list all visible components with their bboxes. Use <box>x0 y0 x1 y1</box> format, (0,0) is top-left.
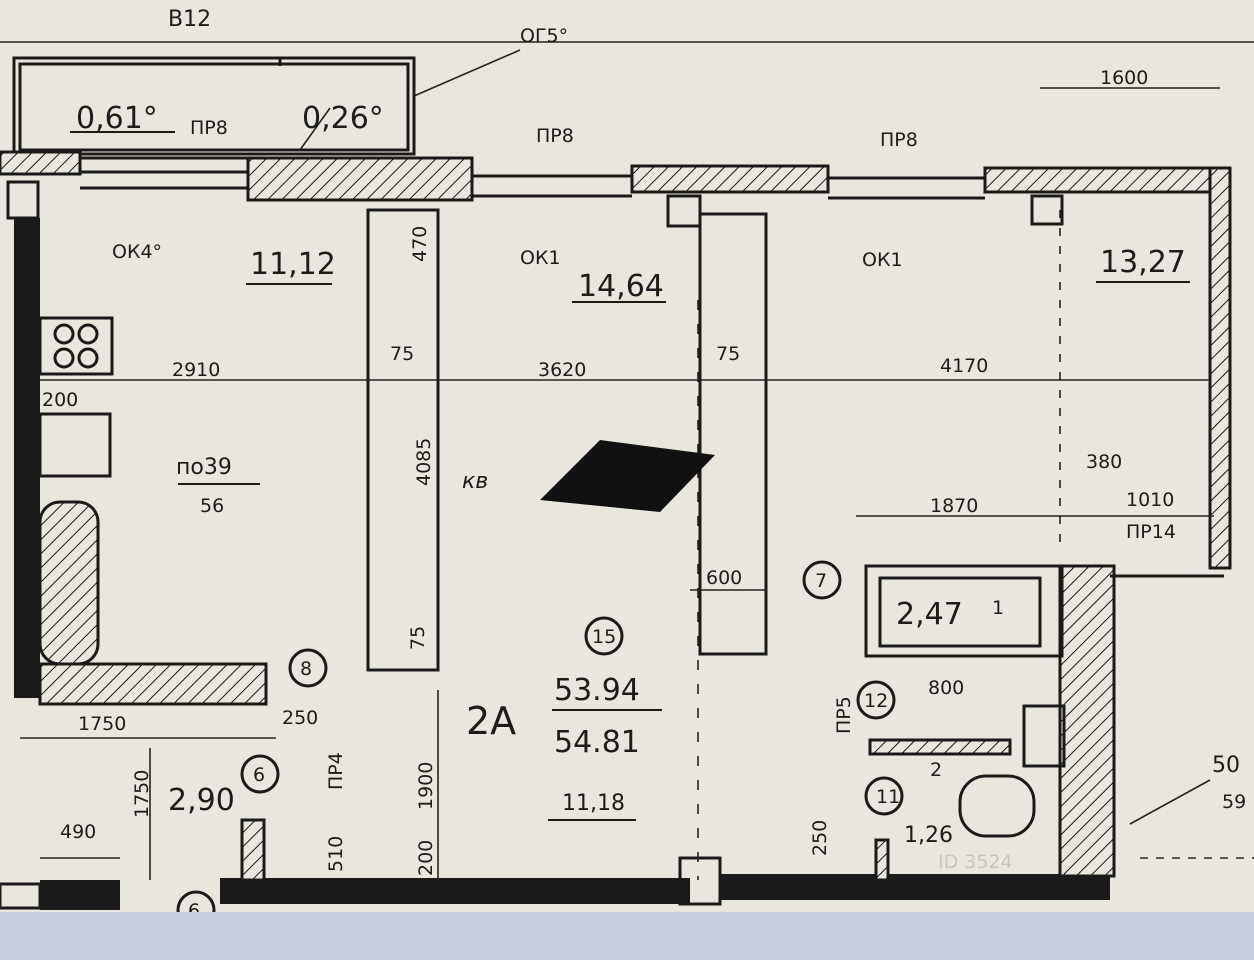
area-bath: 2,47 <box>896 597 963 632</box>
dim-250-b: 250 <box>809 820 831 856</box>
dim-75-c: 75 <box>407 626 429 650</box>
label-ok1-a: ОК1 <box>520 247 561 269</box>
area-kitchen: 11,12 <box>250 247 336 282</box>
dim-50: 50 <box>1212 753 1240 778</box>
label-pr8-a: ПР8 <box>190 117 228 139</box>
handwritten-note: кв <box>462 469 488 494</box>
dim-510: 510 <box>325 836 347 872</box>
area-living: 14,64 <box>578 269 664 304</box>
label-pr8-c: ПР8 <box>880 129 918 151</box>
stove-icon <box>38 316 114 376</box>
dim-250-a: 250 <box>282 707 318 729</box>
apartment-area-living: 53.94 <box>554 673 640 708</box>
dim-1900: 1900 <box>415 762 437 810</box>
dim-1870: 1870 <box>930 495 978 517</box>
interior-walls <box>38 208 1224 882</box>
label-po39: по39 <box>176 455 232 480</box>
marker-12: 12 <box>864 690 888 712</box>
dim-490: 490 <box>60 821 96 843</box>
label-ok4: ОК4° <box>112 241 162 263</box>
dimension-lines <box>20 87 1220 880</box>
marker-7: 7 <box>815 570 827 592</box>
marker-11: 11 <box>876 786 900 808</box>
area-corridor: 2,90 <box>168 783 235 818</box>
watermark: ID 3524 <box>938 851 1013 873</box>
dim-3620: 3620 <box>538 359 586 381</box>
redaction-mark <box>540 440 715 512</box>
dim-2910: 2910 <box>172 359 220 381</box>
marker-1: 1 <box>992 597 1004 619</box>
marker-8: 8 <box>300 658 312 680</box>
page-edge <box>0 912 1254 960</box>
dim-1750-a: 1750 <box>78 713 126 735</box>
label-pr4: ПР4 <box>325 752 347 790</box>
marker-2: 2 <box>930 759 942 781</box>
toilet-icon <box>958 774 1036 838</box>
dim-200-b: 200 <box>415 840 437 876</box>
label-og5: ОГ5° <box>520 25 568 47</box>
area-wc: 1,26 <box>904 823 953 848</box>
dim-75-b: 75 <box>716 343 740 365</box>
marker-6-a: 6 <box>253 764 265 786</box>
dim-1750-b: 1750 <box>131 770 153 818</box>
area-underlines <box>70 131 1190 821</box>
dim-4170: 4170 <box>940 355 988 377</box>
exterior-walls <box>0 150 1232 910</box>
dim-1010: 1010 <box>1126 489 1174 511</box>
label-pr5: ПР5 <box>833 696 855 734</box>
dim-200-a: 200 <box>42 389 78 411</box>
dim-470: 470 <box>409 226 431 262</box>
dim-600: 600 <box>706 567 742 589</box>
area-hall: 11,18 <box>562 791 625 816</box>
apartment-area-total: 54.81 <box>554 725 640 760</box>
area-bedroom: 13,27 <box>1100 245 1186 280</box>
room-markers <box>176 560 904 930</box>
dim-75-a: 75 <box>390 343 414 365</box>
dim-59: 59 <box>1222 791 1246 813</box>
area-balcony-a: 0,61° <box>76 101 158 136</box>
dim-380: 380 <box>1086 451 1122 473</box>
balcony <box>0 41 1254 156</box>
sink-icon <box>38 412 112 478</box>
label-pr14: ПР14 <box>1126 521 1176 543</box>
label-po39-sub: 56 <box>200 495 224 517</box>
apartment-type: 2А <box>466 699 516 743</box>
dim-1600: 1600 <box>1100 67 1148 89</box>
area-balcony-b: 0,26° <box>302 101 384 136</box>
label-b12: В12 <box>168 7 211 32</box>
radiator-icon <box>38 500 100 666</box>
label-pr8-b: ПР8 <box>536 125 574 147</box>
sink-icon <box>1022 704 1066 768</box>
dim-800: 800 <box>928 677 964 699</box>
label-ok1-b: ОК1 <box>862 249 903 271</box>
dim-4085: 4085 <box>413 438 435 486</box>
marker-15: 15 <box>592 626 616 648</box>
fixtures <box>38 316 1066 838</box>
